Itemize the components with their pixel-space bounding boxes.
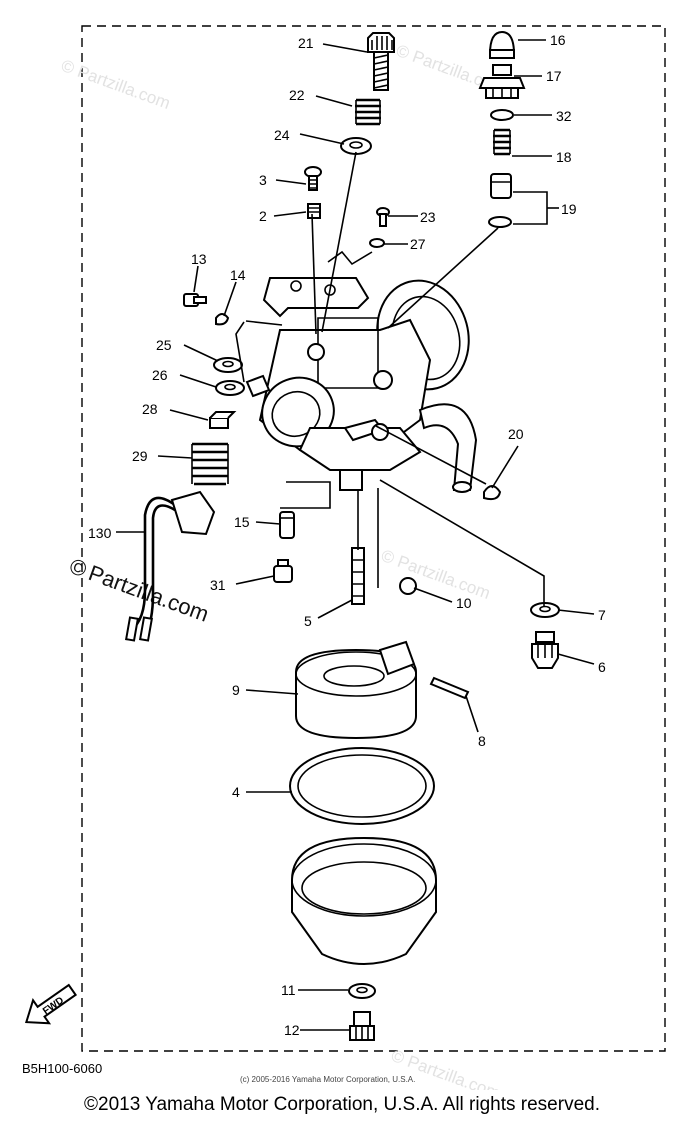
callout-14: 14	[230, 267, 246, 283]
callout-11: 11	[281, 982, 296, 998]
part-23-screw	[376, 207, 390, 227]
callout-29: 29	[132, 448, 148, 464]
callout-130: 130	[88, 525, 112, 541]
part-19-starter-plunger	[488, 173, 512, 228]
part-7-washer	[530, 602, 560, 618]
callout-18: 18	[556, 149, 572, 165]
callout-7: 7	[598, 607, 606, 623]
part-2-jet	[307, 203, 321, 219]
carburetor-exploded-diagram: © Partzilla.com © Partzilla.com © Partzi…	[22, 25, 666, 1090]
callout-22: 22	[289, 87, 305, 103]
part-12-drain-screw	[349, 1011, 375, 1041]
callout-6: 6	[598, 659, 606, 675]
part-9-float	[295, 640, 417, 740]
callout-21: 21	[298, 35, 314, 51]
diagram-frame	[81, 25, 666, 1052]
callout-23: 23	[420, 209, 436, 225]
callout-8: 8	[478, 733, 486, 749]
part-16-cap	[488, 30, 516, 59]
part-25-washer	[213, 357, 243, 373]
small-copyright: (c) 2005-2016 Yamaha Motor Corporation, …	[240, 1075, 415, 1084]
callout-12: 12	[284, 1022, 300, 1038]
callout-4: 4	[232, 784, 240, 800]
part-14-clip	[215, 313, 230, 326]
callout-15: 15	[234, 514, 250, 530]
svg-text:©Partzilla.com: ©Partzilla.com	[66, 553, 212, 626]
watermark-main: ©Partzilla.com	[66, 553, 212, 626]
part-22-spring	[355, 98, 381, 126]
callout-19: 19	[561, 201, 577, 217]
part-3-screw	[304, 166, 322, 191]
leader-lines	[116, 39, 595, 1031]
part-18-spring	[493, 128, 511, 156]
callout-27: 27	[410, 236, 426, 252]
part-15-jet	[279, 511, 295, 539]
part-10-jet	[399, 577, 417, 595]
callout-31: 31	[210, 577, 226, 593]
callout-17: 17	[546, 68, 562, 84]
carburetor-body	[245, 277, 478, 493]
part-31-plug	[273, 559, 293, 583]
callout-5: 5	[304, 613, 312, 629]
callout-28: 28	[142, 401, 158, 417]
callout-10: 10	[456, 595, 472, 611]
callout-20: 20	[508, 426, 524, 442]
watermark-3: © Partzilla.com	[379, 546, 493, 603]
callout-2: 2	[259, 208, 267, 224]
part-28-nut	[209, 411, 237, 429]
diagram-code: B5H100-6060	[22, 1061, 102, 1076]
callout-13: 13	[191, 251, 207, 267]
part-6-needle-valve	[531, 631, 559, 669]
part-13-screw	[183, 293, 207, 307]
callout-26: 26	[152, 367, 168, 383]
callout-25: 25	[156, 337, 172, 353]
float-bowl	[291, 836, 437, 965]
fwd-arrow-icon: FWD	[24, 983, 78, 1025]
callout-3: 3	[259, 172, 267, 188]
callout-24: 24	[274, 127, 290, 143]
callout-9: 9	[232, 682, 240, 698]
part-11-washer	[348, 983, 376, 999]
part-26-washer	[215, 380, 245, 396]
part-4-gasket	[289, 747, 435, 825]
part-8-float-pin	[429, 676, 470, 700]
callout-labels: 21 22 24 3 2 23 27 16 17 32 18 19 13 14 …	[88, 32, 606, 1038]
callout-32: 32	[556, 108, 572, 124]
part-27-washer	[369, 238, 385, 248]
part-24-washer	[340, 137, 372, 155]
part-32-o-ring	[490, 109, 514, 121]
part-20-clip	[483, 485, 502, 501]
watermark-1: © Partzilla.com	[59, 56, 173, 113]
assembly-lines	[235, 151, 545, 606]
part-29-spring	[191, 442, 229, 486]
bracket-19	[513, 191, 548, 225]
part-21-throttle-screw	[367, 32, 395, 91]
part-130-wire-harness	[124, 490, 216, 642]
part-5-needle-jet	[351, 547, 365, 605]
callout-16: 16	[550, 32, 566, 48]
part-17-nut	[478, 64, 526, 99]
footer-copyright: ©2013 Yamaha Motor Corporation, U.S.A. A…	[84, 1094, 600, 1115]
